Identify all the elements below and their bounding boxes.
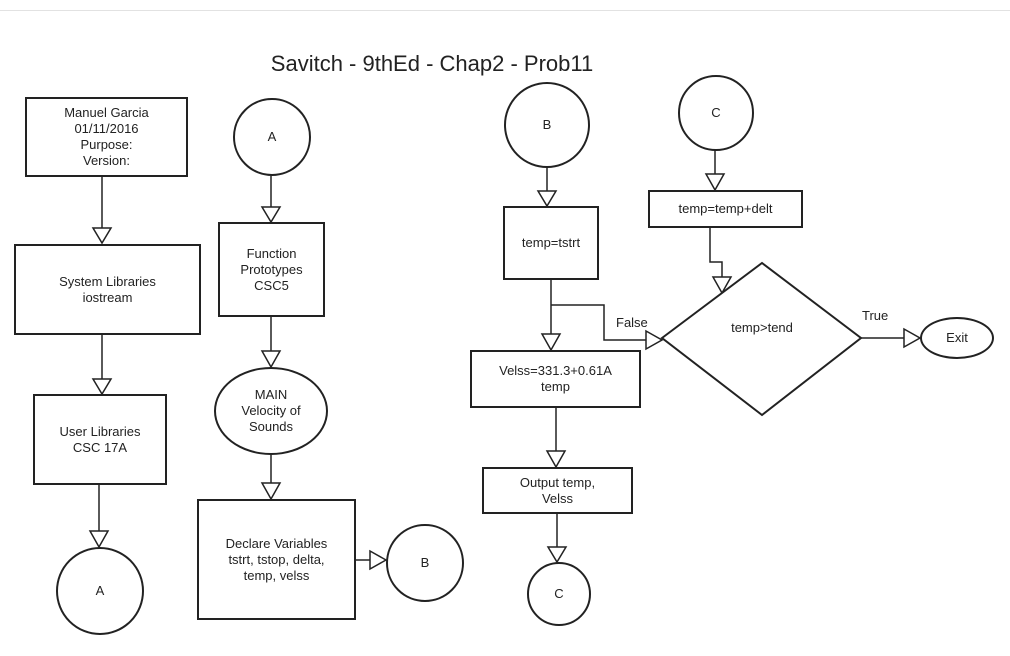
arrowhead: [545, 450, 567, 469]
connector-c-in: C: [678, 75, 754, 151]
main-ellipse: MAIN Velocity of Sounds: [214, 367, 328, 455]
connector-b-in: B: [504, 82, 590, 168]
arrowhead: [540, 333, 562, 352]
edge-label-true: True: [862, 308, 889, 323]
arrowhead: [369, 549, 388, 571]
header-box: Manuel Garcia 01/11/2016 Purpose: Versio…: [25, 97, 188, 177]
system-libraries-box: System Libraries iostream: [14, 244, 201, 335]
connector-a-in: A: [233, 98, 311, 176]
function-prototypes-box: Function Prototypes CSC5: [218, 222, 325, 317]
declare-variables-box: Declare Variables tstrt, tstop, delta, t…: [197, 499, 356, 620]
edge-label-false: False: [616, 315, 648, 330]
arrowhead: [260, 206, 282, 224]
connector-a-out: A: [56, 547, 144, 635]
arrowhead: [711, 276, 733, 295]
arrowhead: [536, 190, 558, 208]
arrowhead: [645, 329, 664, 351]
edge-init-to-decision: [551, 304, 646, 341]
diagram-title: Savitch - 9thEd - Chap2 - Prob11: [270, 51, 594, 76]
init-temp-box: temp=tstrt: [503, 206, 599, 280]
output-box: Output temp, Velss: [482, 467, 633, 514]
increment-box: temp=temp+delt: [648, 190, 803, 228]
arrowhead: [546, 546, 568, 564]
arrowhead: [91, 378, 113, 396]
connector-c-out: C: [527, 562, 591, 626]
arrowhead: [903, 327, 922, 349]
arrowhead: [260, 482, 282, 501]
arrowhead: [88, 530, 110, 549]
decision-diamond: [660, 261, 863, 417]
user-libraries-box: User Libraries CSC 17A: [33, 394, 167, 485]
arrowhead: [91, 227, 113, 245]
arrowhead: [260, 350, 282, 369]
decision-label: temp>tend: [731, 320, 793, 335]
connector-b-out: B: [386, 524, 464, 602]
edge-increment-to-decision: [709, 228, 723, 277]
exit-ellipse: Exit: [920, 317, 994, 359]
calc-velss-box: Velss=331.3+0.61A temp: [470, 350, 641, 408]
top-border-line: [0, 10, 1010, 11]
arrowhead: [704, 173, 726, 192]
